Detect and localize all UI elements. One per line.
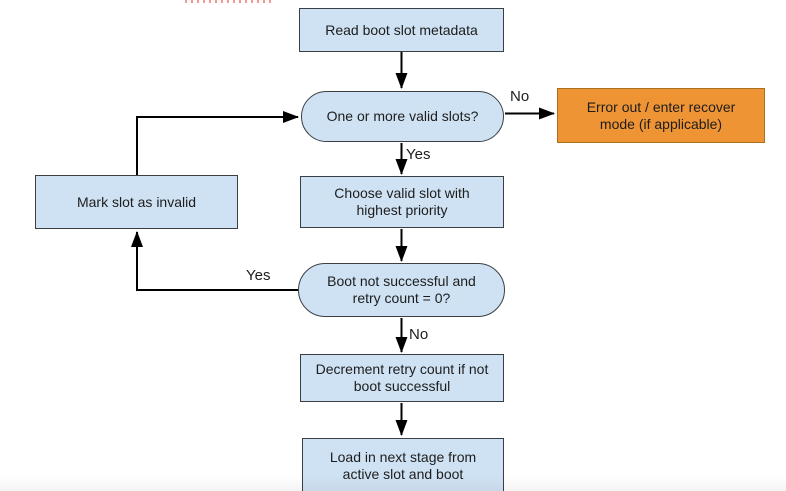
node-decision-boot-retry: Boot not successful and retry count = 0? — [298, 263, 505, 317]
node-mark-slot-invalid: Mark slot as invalid — [35, 175, 238, 229]
edge-mark-invalid-to-valid-slots — [136, 111, 299, 175]
cropped-red-dotted-marks — [185, 0, 273, 3]
node-load-next-stage: Load in next stage from active slot and … — [302, 438, 504, 491]
edge-label-no-error-branch: No — [510, 88, 530, 105]
node-decision-valid-slots: One or more valid slots? — [301, 91, 504, 142]
edge-label-yes-mark-invalid-branch: Yes — [246, 267, 271, 284]
edge-label-yes-choose-branch: Yes — [406, 146, 431, 163]
edge-label-no-decrement-branch: No — [409, 326, 429, 343]
node-error-recover-mode: Error out / enter recover mode (if appli… — [557, 88, 765, 143]
node-decrement-retry-count: Decrement retry count if not boot succes… — [300, 354, 504, 402]
node-choose-valid-slot: Choose valid slot with highest priority — [300, 176, 504, 228]
node-read-boot-slot-metadata: Read boot slot metadata — [299, 8, 504, 52]
edge-boot-retry-yes-to-mark-invalid — [131, 231, 298, 291]
